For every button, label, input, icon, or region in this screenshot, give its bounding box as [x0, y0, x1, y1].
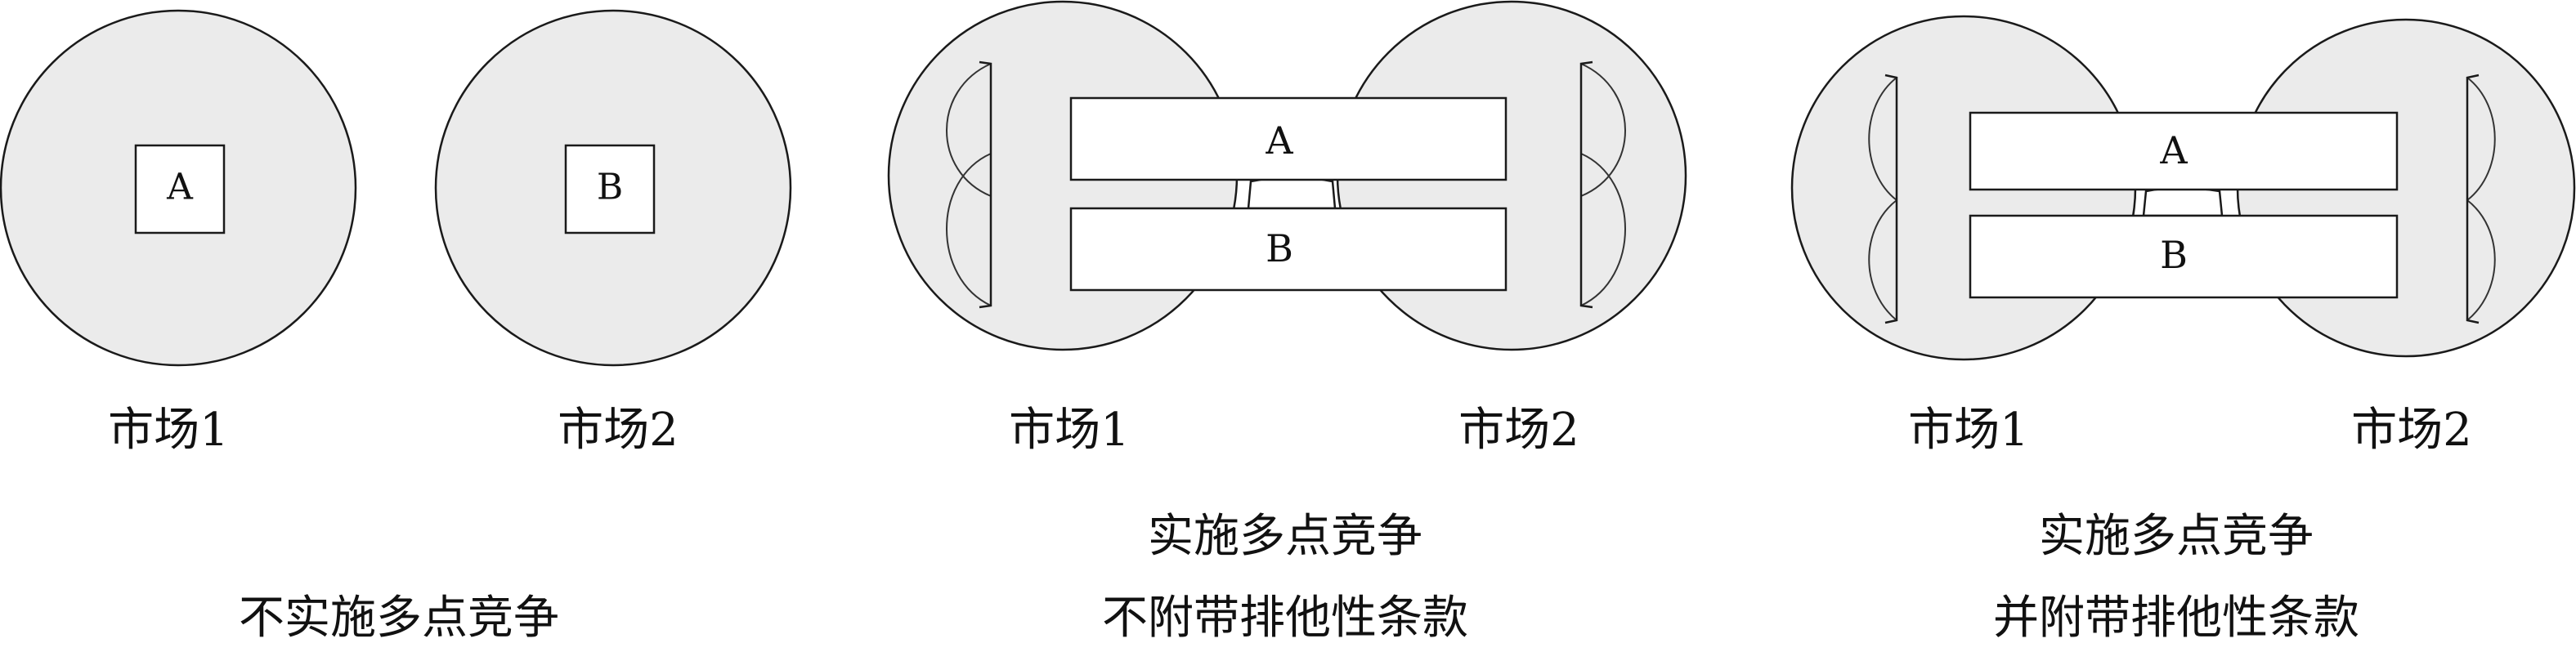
panel2-caption-line2: 不附带排他性条款 — [1102, 592, 1468, 645]
market2-label: 市场2 — [1458, 404, 1579, 457]
firm-b-label: B — [2160, 233, 2188, 277]
market2-label: 市场2 — [2351, 404, 2472, 457]
market2-arc-lower — [1580, 153, 1626, 306]
panel-multipoint-no-exclusive: A B 市场1 市场2 实施多点竞争 不附带排他性条款 — [887, 0, 1687, 645]
firm-a-bar — [1969, 111, 2399, 191]
market1-label: 市场1 — [1009, 404, 1130, 457]
market1-label: 市场1 — [108, 404, 229, 457]
firm-b-box — [564, 144, 656, 234]
firm-b-bar — [1969, 214, 2399, 299]
firm-b-bar — [1069, 207, 1508, 292]
panel3-caption-line1: 实施多点竞争 — [2039, 510, 2314, 563]
panel2-caption-line1: 实施多点竞争 — [1148, 510, 1422, 563]
market2-arc-upper — [1580, 63, 1626, 197]
market2-arc-lower — [2466, 199, 2496, 321]
market2-bracket — [1579, 60, 1593, 309]
market1-arc-upper — [946, 63, 992, 197]
panel3-caption-line2: 并附带排他性条款 — [1993, 592, 2359, 645]
market2-bracket — [2466, 74, 2480, 324]
market1-arc-lower — [946, 153, 992, 306]
bridge-connector — [2142, 186, 2224, 217]
panel1-caption: 不实施多点竞争 — [239, 592, 559, 645]
firm-a-label: A — [1265, 118, 1293, 163]
market1-arc-upper — [1868, 77, 1897, 201]
market2-arc-upper — [2466, 77, 2496, 201]
firm-a-bar — [1069, 96, 1508, 181]
market1-bracket — [1884, 74, 1898, 324]
firm-a-label: A — [166, 167, 194, 208]
firm-b-label: B — [1266, 226, 1293, 270]
market1-arc-lower — [1868, 199, 1897, 321]
panel-no-multipoint: A B 市场1 市场2 不实施多点竞争 — [0, 9, 792, 645]
market1-bracket — [979, 60, 992, 309]
market1-label: 市场1 — [1908, 404, 2029, 457]
market2-label: 市场2 — [558, 404, 679, 457]
bridge-connector — [1247, 176, 1337, 210]
firm-b-label: B — [597, 167, 623, 208]
firm-a-label: A — [2159, 128, 2188, 172]
panel-multipoint-exclusive: A B 市场1 市场2 实施多点竞争 并附带排他性条款 — [1790, 15, 2576, 645]
firm-a-box — [134, 144, 226, 234]
